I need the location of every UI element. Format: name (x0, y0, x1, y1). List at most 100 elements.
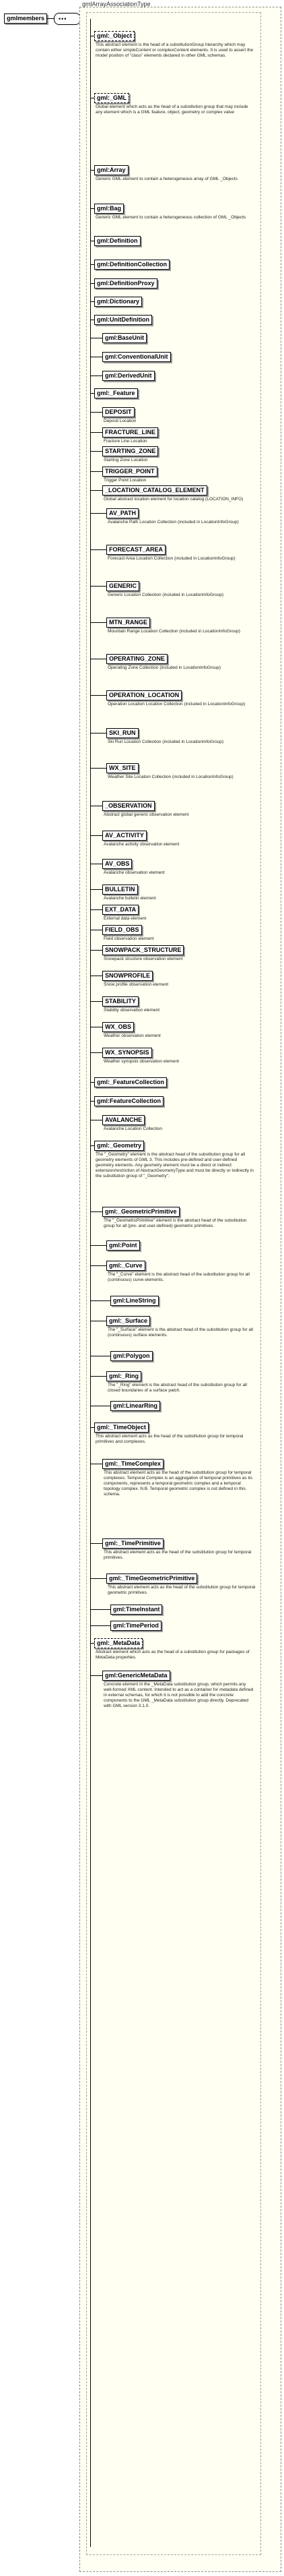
schema-element-node[interactable]: GENERIC (106, 581, 140, 591)
element-description: Snowpack structure observation element (104, 957, 183, 961)
schema-element-node[interactable]: OPERATION_LOCATION (106, 690, 182, 700)
schema-element-node[interactable]: gml:_GML (94, 93, 129, 103)
node-connector (90, 1609, 110, 1610)
element-description: Snow profile observation element (104, 982, 169, 987)
schema-element-node[interactable]: EXT_DATA (102, 905, 139, 915)
schema-element-node[interactable]: gml:Polygon (110, 1351, 153, 1361)
schema-element-node[interactable]: gml:_TimePrimitive (102, 1538, 164, 1549)
schema-element-node[interactable]: AV_ACTIVITY (102, 831, 147, 841)
element-description: Trigger Point Location (104, 478, 147, 483)
schema-element-node[interactable]: gml:_TimeGeometricPrimitive (106, 1574, 198, 1584)
schema-element-node[interactable]: MTN_RANGE (106, 618, 151, 628)
schema-element-node[interactable]: gml:DefinitionCollection (94, 260, 170, 270)
schema-element-node[interactable]: OPERATING_ZONE (106, 654, 168, 664)
node-connector (90, 1300, 110, 1301)
schema-element-node[interactable]: WX_OBS (102, 1022, 135, 1032)
schema-element-node[interactable]: gml:DefinitionProxy (94, 278, 157, 289)
schema-element-node[interactable]: gml:FeatureCollection (94, 1096, 164, 1106)
node-connector (90, 1643, 94, 1644)
element-description: The "_GeometricPrimitive" element is the… (104, 1218, 247, 1228)
schema-element-node[interactable]: gml:DerivedUnit (102, 371, 155, 381)
schema-element-node[interactable]: gml:_Geometry (94, 1141, 145, 1151)
schema-element-node[interactable]: gml:Point (106, 1240, 140, 1251)
schema-element-node[interactable]: BULLETIN (102, 885, 138, 895)
schema-element-node[interactable]: gml:_Ring (106, 1371, 141, 1381)
node-connector (90, 208, 94, 209)
schema-element-node[interactable]: gml:LineString (110, 1296, 159, 1306)
schema-element-node[interactable]: gml:_TimeObject (94, 1422, 149, 1433)
node-connector (90, 432, 102, 433)
schema-element-node[interactable]: gml:LinearRing (110, 1401, 161, 1411)
node-connector (90, 835, 102, 836)
schema-element-node[interactable]: SKI_RUN (106, 728, 139, 738)
element-description: This abstract element acts as the head o… (104, 1470, 252, 1497)
node-connector (90, 549, 106, 550)
schema-element-node[interactable]: _OBSERVATION (102, 801, 155, 811)
element-description: Fracture Line Location (104, 439, 147, 444)
schema-element-node[interactable]: gml:Array (94, 165, 129, 175)
node-connector (90, 586, 106, 587)
node-connector (90, 170, 94, 171)
schema-element-node[interactable]: gml:_Object (94, 31, 135, 41)
schema-element-node[interactable]: gml:_Surface (106, 1316, 151, 1326)
schema-element-node[interactable]: TRIGGER_POINT (102, 467, 157, 477)
schema-element-node[interactable]: gml:Definition (94, 236, 141, 246)
schema-element-node[interactable]: gml:TimePeriod (110, 1621, 162, 1631)
node-connector (90, 1376, 106, 1377)
type-title: gmlArrayAssociationType (82, 1, 151, 7)
node-connector (90, 695, 106, 696)
node-connector (90, 451, 102, 452)
element-description: Avalanche activity observation element (104, 842, 180, 847)
node-connector (90, 1101, 94, 1102)
node-connector (90, 490, 102, 491)
element-description: This abstract element is the head of a s… (96, 42, 254, 58)
schema-element-node[interactable]: gml:_TimeComplex (102, 1459, 164, 1469)
schema-element-node[interactable]: gml:BaseUnit (102, 333, 147, 343)
node-connector (90, 513, 106, 514)
schema-element-node[interactable]: WX_SITE (106, 763, 139, 773)
schema-element-node[interactable]: FORECAST_AREA (106, 545, 166, 555)
node-connector (90, 283, 94, 284)
schema-element-node[interactable]: gml:_FeatureCollection (94, 1077, 168, 1087)
node-connector (90, 1001, 102, 1002)
schema-element-node[interactable]: gml:UnitDefinition (94, 315, 152, 325)
schema-element-node[interactable]: gml:_GeometricPrimitive (102, 1207, 180, 1217)
schema-element-node[interactable]: gml:_Curve (106, 1261, 145, 1271)
schema-element-node[interactable]: STABILITY (102, 996, 139, 1007)
schema-element-node[interactable]: WX_SYNOPSIS (102, 1048, 152, 1058)
element-description: Concrete element in the _MetaData substi… (104, 1682, 254, 1708)
schema-element-node[interactable]: gml:GenericMetaData (102, 1671, 170, 1681)
element-description: Stability observation element (104, 1008, 160, 1013)
element-description: This abstract element acts as the head o… (108, 1585, 256, 1595)
schema-element-node[interactable]: _LOCATION_CATALOG_ELEMENT (102, 485, 207, 496)
root-node[interactable]: gmlmembers (4, 13, 48, 24)
element-description: This abstract element acts as the head o… (104, 1550, 252, 1560)
schema-element-node[interactable]: gml:ConventionalUnit (102, 352, 171, 362)
schema-element-node[interactable]: gml:_MetaData (94, 1638, 143, 1648)
element-description: Ski Run Location Collection (included in… (108, 740, 223, 744)
schema-element-node[interactable]: AVALANCHE (102, 1115, 145, 1125)
element-description: Abstract global generic observation elem… (104, 812, 189, 817)
schema-element-node[interactable]: gml:Dictionary (94, 297, 143, 307)
node-connector (90, 1145, 94, 1146)
schema-element-node[interactable]: gml:Bag (94, 204, 124, 214)
schema-element-node[interactable]: AV_PATH (106, 508, 139, 518)
element-description: Forecast Area Location Collection (inclu… (108, 556, 236, 561)
node-connector (90, 1082, 94, 1083)
schema-element-node[interactable]: AV_OBS (102, 859, 133, 869)
schema-element-node[interactable]: STARTING_ZONE (102, 446, 159, 456)
element-description: Generic GML element to contain a heterog… (96, 215, 246, 220)
schema-element-node[interactable]: FRACTURE_LINE (102, 427, 159, 438)
element-description: External data element (104, 916, 147, 921)
node-connector (90, 1245, 106, 1246)
schema-element-node[interactable]: gml:TimeInstant (110, 1605, 163, 1615)
schema-element-node[interactable]: SNOWPROFILE (102, 971, 153, 981)
element-description: Field observation element (104, 936, 154, 941)
node-connector (90, 1543, 102, 1544)
schema-element-node[interactable]: SNOWPACK_STRUCTURE (102, 945, 184, 955)
element-description: Operation Location Location Collection (… (108, 702, 246, 707)
element-description: Starting Zone Location (104, 458, 148, 462)
schema-element-node[interactable]: FIELD_OBS (102, 925, 142, 935)
schema-element-node[interactable]: gml:_Feature (94, 388, 138, 398)
schema-element-node[interactable]: DEPOSIT (102, 407, 135, 417)
